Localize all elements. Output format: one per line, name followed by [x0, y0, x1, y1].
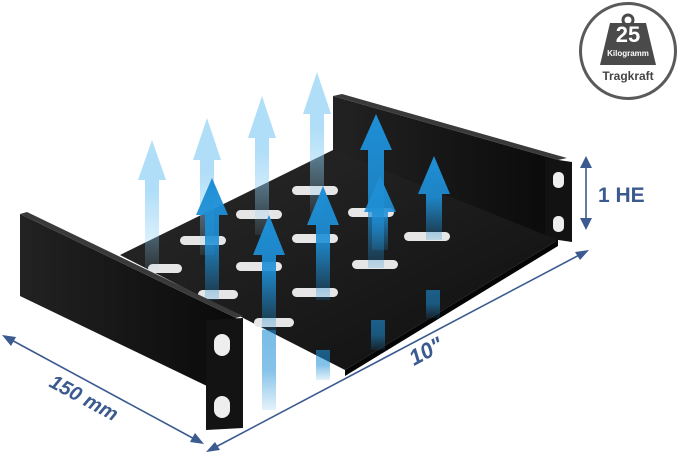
weight-icon [600, 13, 656, 65]
depth-dimension [2, 335, 204, 444]
height-dimension [580, 156, 592, 230]
load-capacity-badge: 25 Kilogramm Tragkraft [579, 2, 677, 100]
load-value: 25 [615, 22, 641, 47]
shelf-floor [120, 150, 558, 376]
load-unit: Kilogramm [607, 49, 649, 58]
width-dimension [206, 250, 589, 452]
airflow-arrows-dark [196, 114, 450, 410]
back-panel [333, 94, 572, 242]
height-label: 1 HE [598, 184, 645, 207]
front-panel [20, 212, 243, 430]
load-label: Tragkraft [602, 69, 654, 83]
width-label: 10" [405, 332, 448, 371]
